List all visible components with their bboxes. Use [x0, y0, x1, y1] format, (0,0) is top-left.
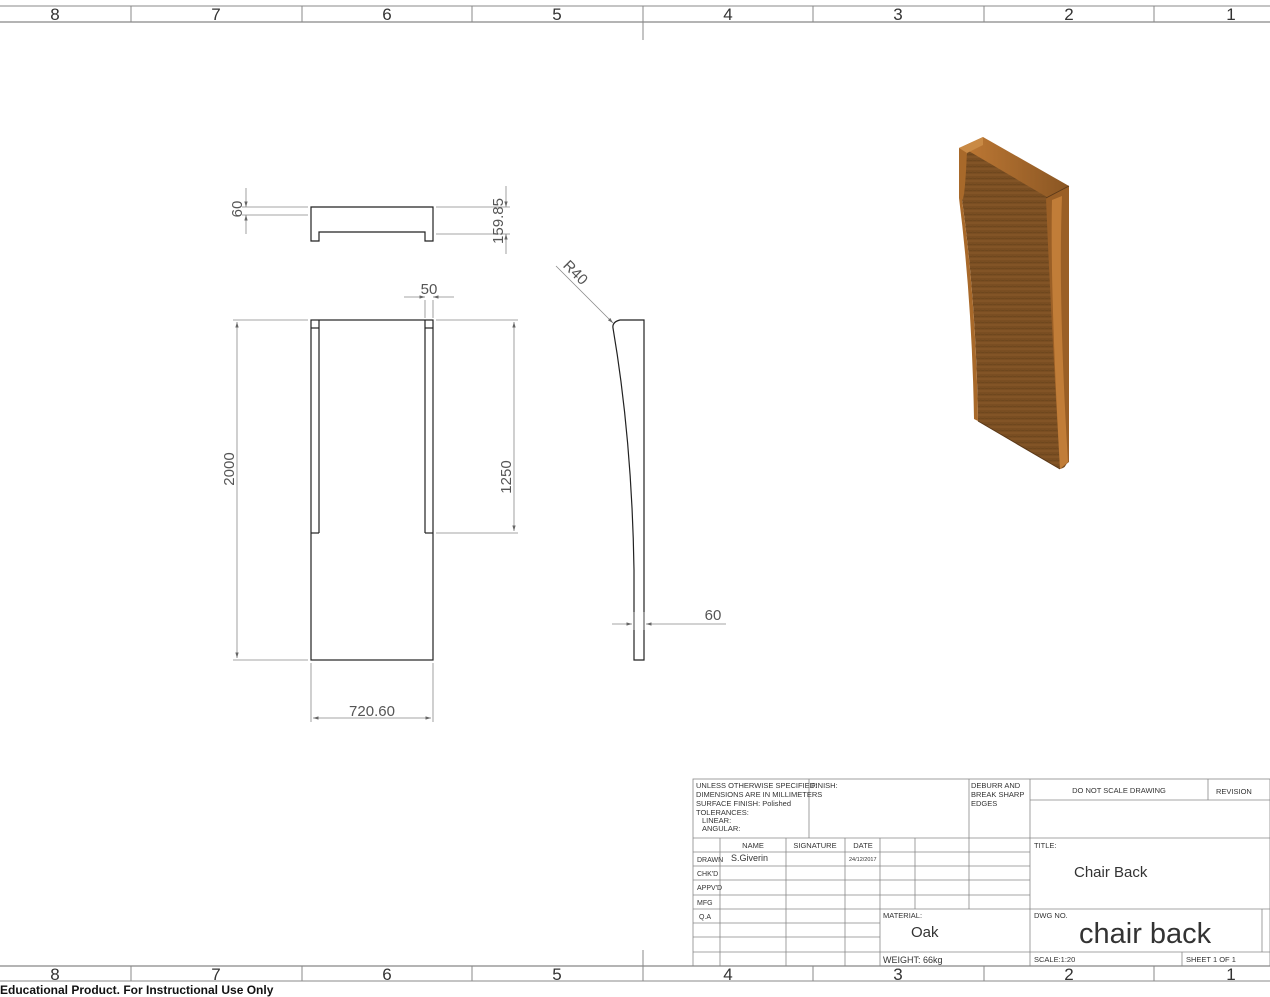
dim-top-depth: 159.85	[490, 198, 507, 244]
side-view	[612, 319, 645, 661]
drawing-title: Chair Back	[1074, 864, 1148, 881]
deburr-line: DEBURR AND	[971, 781, 1021, 790]
deburr-line: BREAK SHARP	[971, 790, 1024, 799]
note-line: SURFACE FINISH: Polished	[696, 799, 791, 808]
material-value: Oak	[911, 924, 939, 941]
drawing-number: chair back	[1079, 918, 1212, 950]
zone-label: 1	[1226, 5, 1235, 24]
title-label: TITLE:	[1034, 841, 1057, 850]
col-signature-header: SIGNATURE	[793, 841, 836, 850]
deburr-line: EDGES	[971, 799, 997, 808]
bottom-zone-labels: 8 7 6 5 4 3 2 1	[50, 965, 1235, 984]
row-label-qa: Q.A	[699, 914, 711, 921]
col-date-header: DATE	[853, 841, 872, 850]
top-view	[310, 206, 434, 242]
zone-label: 3	[893, 965, 902, 984]
dim-rail-length: 1250	[498, 460, 515, 493]
front-view	[310, 319, 434, 661]
educational-watermark: Educational Product. For Instructional U…	[0, 983, 274, 997]
dim-side-thickness: 60	[705, 607, 722, 624]
note-line: DIMENSIONS ARE IN MILLIMETERS	[696, 790, 822, 799]
isometric-view	[959, 137, 1070, 470]
note-line: UNLESS OTHERWISE SPECIFIED:	[696, 781, 817, 790]
zone-label: 7	[211, 965, 220, 984]
zone-label: 8	[50, 5, 59, 24]
dim-side-radius: R40	[559, 257, 590, 288]
zone-label: 2	[1064, 5, 1073, 24]
note-line: TOLERANCES:	[696, 808, 749, 817]
top-zone-labels: 8 7 6 5 4 3 2 1	[50, 5, 1235, 24]
zone-label: 3	[893, 5, 902, 24]
sheet-border	[0, 5, 1270, 982]
sheet-value: SHEET 1 OF 1	[1186, 955, 1236, 964]
col-name-header: NAME	[742, 841, 764, 850]
dwg-no-label: DWG NO.	[1034, 911, 1068, 920]
zone-label: 8	[50, 965, 59, 984]
note-line: ANGULAR:	[702, 824, 740, 833]
general-notes: UNLESS OTHERWISE SPECIFIED: DIMENSIONS A…	[696, 781, 822, 833]
drawn-date: 24/12/2017	[849, 857, 877, 863]
zone-label: 7	[211, 5, 220, 24]
zone-label: 2	[1064, 965, 1073, 984]
zone-label: 4	[723, 965, 732, 984]
row-label-drawn: DRAWN	[697, 857, 723, 864]
material-label: MATERIAL:	[883, 911, 922, 920]
zone-label: 1	[1226, 965, 1235, 984]
row-label-checked: CHK'D	[697, 871, 718, 878]
note-line: LINEAR:	[702, 816, 731, 825]
zone-label: 6	[382, 965, 391, 984]
finish-label: FINISH:	[811, 781, 838, 790]
dim-overall-width: 720.60	[349, 703, 395, 720]
side-view-dimensions	[555, 265, 726, 630]
drawn-by-name: S.Giverin	[731, 853, 768, 863]
dim-overall-height: 2000	[221, 452, 238, 485]
front-view-dimensions	[233, 295, 518, 722]
title-block	[692, 778, 1270, 967]
zone-label: 5	[552, 965, 561, 984]
top-view-dimensions	[242, 186, 510, 254]
scale-value: SCALE:1:20	[1034, 955, 1075, 964]
row-label-mfg: MFG	[697, 900, 713, 907]
revision-label: REVISION	[1216, 787, 1252, 796]
zone-label: 6	[382, 5, 391, 24]
zone-label: 4	[723, 5, 732, 24]
do-not-scale-label: DO NOT SCALE DRAWING	[1072, 786, 1166, 795]
zone-label: 5	[552, 5, 561, 24]
row-label-approved: APPV'D	[697, 885, 722, 892]
dim-rail-width: 50	[421, 281, 438, 298]
dim-top-thickness: 60	[229, 201, 246, 218]
weight-value: WEIGHT: 66kg	[883, 955, 943, 965]
